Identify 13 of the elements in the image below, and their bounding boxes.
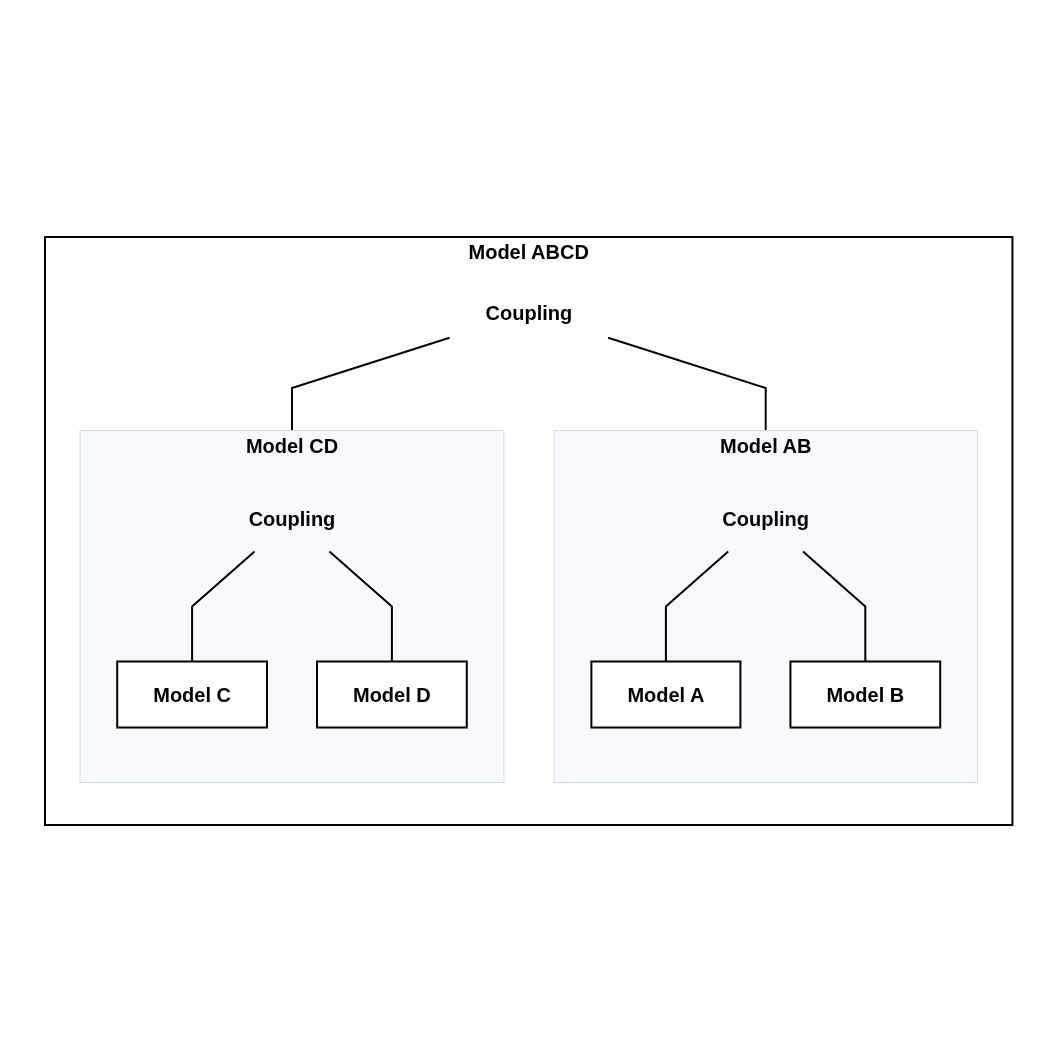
node-box: Model B [789, 660, 941, 729]
node-text: Coupling [248, 507, 336, 530]
connector [290, 336, 451, 432]
connector [801, 550, 867, 663]
connector [328, 550, 393, 663]
node-text: Coupling [485, 301, 572, 324]
node-box: Model C [116, 660, 268, 729]
connector [606, 336, 767, 432]
node-text: Coupling [722, 507, 809, 530]
node-box: Model A [590, 660, 742, 729]
node-box: Model D [315, 660, 468, 729]
connector [190, 550, 256, 663]
connector [664, 550, 729, 663]
